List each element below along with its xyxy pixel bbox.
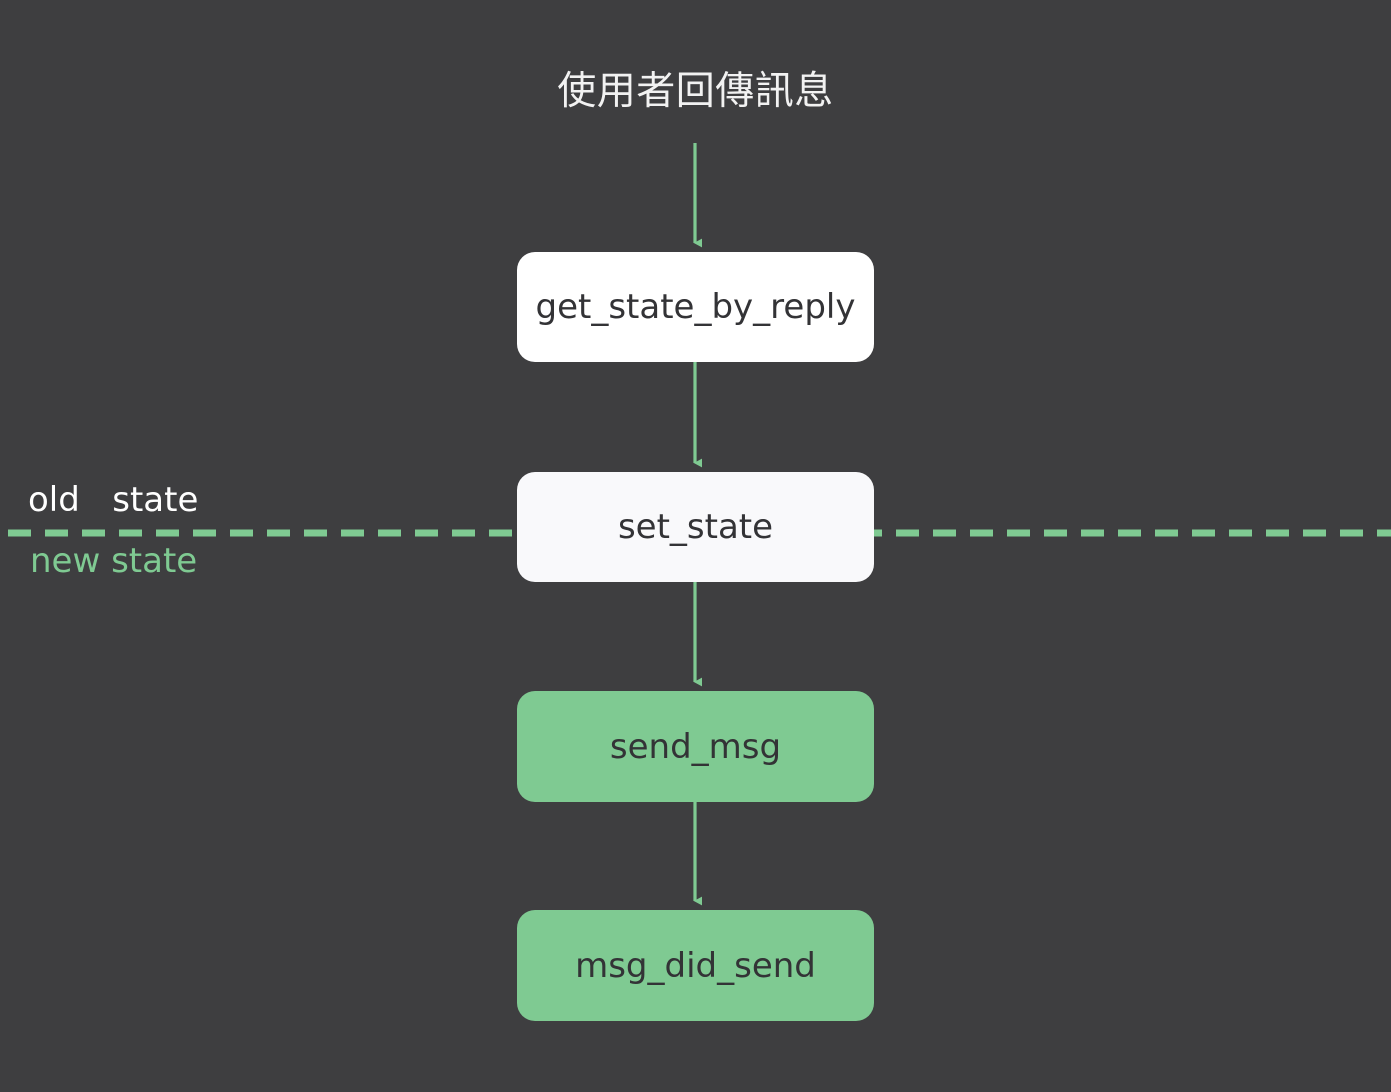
new-state-label: new state — [30, 541, 198, 581]
node-get-state-by-reply[interactable]: get_state_by_reply — [517, 252, 874, 362]
node-label: set_state — [617, 507, 774, 547]
node-msg-did-send[interactable]: msg_did_send — [517, 910, 874, 1021]
node-label: get_state_by_reply — [535, 287, 856, 327]
old-state-label: old state — [28, 480, 199, 520]
diagram-title: 使用者回傳訊息 — [557, 69, 834, 114]
node-label: msg_did_send — [575, 945, 816, 986]
node-label: send_msg — [609, 726, 782, 767]
node-set-state[interactable]: set_state — [517, 472, 874, 582]
node-send-msg[interactable]: send_msg — [517, 691, 874, 802]
